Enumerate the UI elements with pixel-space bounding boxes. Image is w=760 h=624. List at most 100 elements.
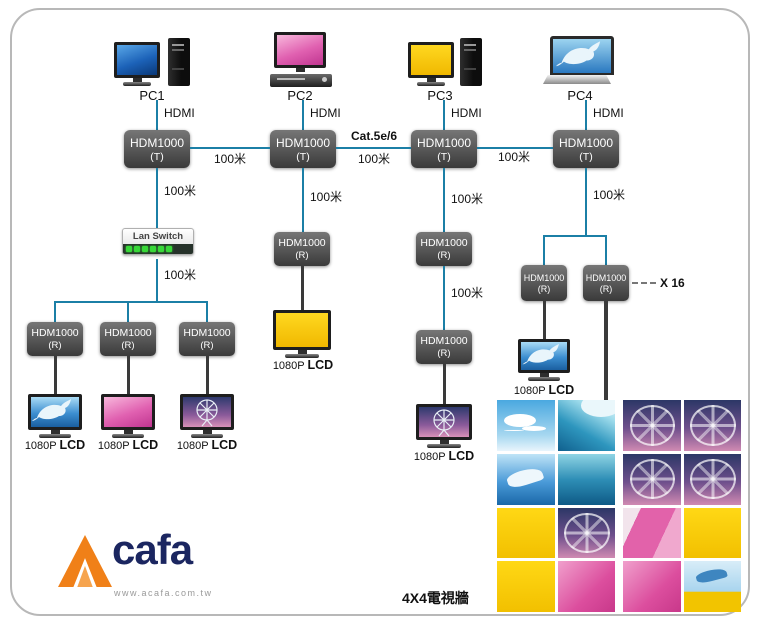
dolphin-icon <box>555 41 601 67</box>
lan-switch: Lan Switch <box>122 228 194 255</box>
led <box>134 246 140 252</box>
device-model: HDM1000 <box>523 272 565 283</box>
monitor-neck <box>202 430 212 434</box>
connector <box>54 301 208 303</box>
device-model: HDM1000 <box>416 135 472 150</box>
receiver-box-1b: HDM1000 (R) <box>100 322 156 356</box>
device-suffix: (R) <box>200 340 214 351</box>
connector <box>54 301 56 322</box>
wall-cell-wave <box>557 400 615 451</box>
connector <box>477 147 553 149</box>
device-suffix: (T) <box>579 150 593 163</box>
distance-label: 100米 <box>164 184 197 198</box>
connector <box>585 168 587 235</box>
device-suffix: (R) <box>437 348 451 359</box>
connector <box>605 235 607 265</box>
receiver-box-3b: HDM1000 (R) <box>416 330 472 364</box>
connector <box>336 147 411 149</box>
device-model: HDM1000 <box>183 327 231 339</box>
connector <box>443 168 445 232</box>
wall-cell-ferris <box>557 507 615 559</box>
pc4-laptop-icon <box>543 36 618 86</box>
hdmi-label-4: HDMI <box>593 106 624 120</box>
lcd-text: LCD <box>59 438 86 452</box>
device-suffix: (R) <box>295 250 309 261</box>
device-suffix: (R) <box>599 283 613 294</box>
transmitter-box-4: HDM1000 (T) <box>553 130 619 168</box>
device-model: HDM1000 <box>278 237 326 249</box>
pc2-icon <box>270 32 336 88</box>
monitor-neck <box>439 440 449 444</box>
wall-cell-ferris <box>623 453 681 505</box>
lcd-label: 1080P LCD <box>91 438 165 453</box>
lcd-monitor-dolphin-2 <box>518 339 570 381</box>
monitor-base <box>123 82 151 86</box>
wall-cell-ferris <box>623 400 681 451</box>
wall-cell-yellow <box>683 507 741 559</box>
lcd-label: 1080P LCD <box>407 449 481 464</box>
led <box>126 246 132 252</box>
device-model: HDM1000 <box>585 272 627 283</box>
device-model: HDM1000 <box>558 135 614 150</box>
lcd-monitor-yellow <box>273 310 331 358</box>
receiver-box-4a: HDM1000 (R) <box>521 265 567 301</box>
device-suffix: (T) <box>296 150 310 163</box>
connector <box>443 100 445 130</box>
lcd-label: 1080P LCD <box>170 438 244 453</box>
hdmi-label-2: HDMI <box>310 106 341 120</box>
connector <box>156 100 158 130</box>
monitor-neck <box>50 430 60 434</box>
lcd-monitor-dolphin <box>28 394 82 438</box>
lcd-text: LCD <box>548 383 575 397</box>
wall-cell-ferris <box>683 453 741 505</box>
brand-url: www.acafa.com.tw <box>114 588 213 598</box>
wall-cell-dolphinyellow <box>683 561 741 612</box>
hdmi-cable <box>604 301 608 400</box>
device-model: HDM1000 <box>129 135 185 150</box>
wall-cell-pinkstripe <box>623 507 681 559</box>
device-suffix: (R) <box>121 340 135 351</box>
lcd-screen <box>180 394 234 430</box>
hdmi-cable <box>206 356 209 394</box>
connector <box>585 100 587 130</box>
laptop-screen <box>550 36 614 75</box>
dvd-player-icon <box>270 74 332 87</box>
hdmi-label-1: HDMI <box>164 106 195 120</box>
lcd-screen <box>101 394 155 430</box>
pc4-label: PC4 <box>567 88 593 103</box>
acafa-a-icon <box>58 534 112 588</box>
connector <box>156 259 158 302</box>
lcd-res-text: 1080P <box>413 451 446 463</box>
lcd-res-text: 1080P <box>272 360 305 372</box>
ferris-wheel-icon <box>196 399 218 427</box>
pc1-label: PC1 <box>139 88 165 103</box>
pc2-monitor-icon <box>274 32 326 72</box>
transmitter-box-3: HDM1000 (T) <box>411 130 477 168</box>
expansion-dash <box>632 282 656 284</box>
pc3-icon <box>408 38 488 88</box>
pc1-monitor-icon <box>114 42 160 86</box>
connector <box>156 168 158 228</box>
led <box>142 246 148 252</box>
lcd-monitor-pink <box>101 394 155 438</box>
receiver-box-2: HDM1000 (R) <box>274 232 330 266</box>
lan-switch-label: Lan Switch <box>132 231 184 242</box>
monitor-neck <box>132 78 142 82</box>
lcd-monitor-ferris <box>180 394 234 438</box>
receiver-box-4b: HDM1000 (R) <box>583 265 629 301</box>
monitor-base <box>427 444 461 448</box>
led <box>166 246 172 252</box>
monitor-neck <box>426 78 436 82</box>
video-wall-left <box>497 400 615 612</box>
device-suffix: (R) <box>437 250 451 261</box>
lcd-res-text: 1080P <box>24 440 57 452</box>
receiver-box-1c: HDM1000 (R) <box>179 322 235 356</box>
led <box>150 246 156 252</box>
distance-label: 100米 <box>451 192 484 206</box>
connector <box>302 168 304 232</box>
wall-cell-pink <box>623 561 681 612</box>
device-suffix: (R) <box>537 283 551 294</box>
wall-cell-pink <box>557 561 615 612</box>
distance-label: 100米 <box>593 188 626 202</box>
